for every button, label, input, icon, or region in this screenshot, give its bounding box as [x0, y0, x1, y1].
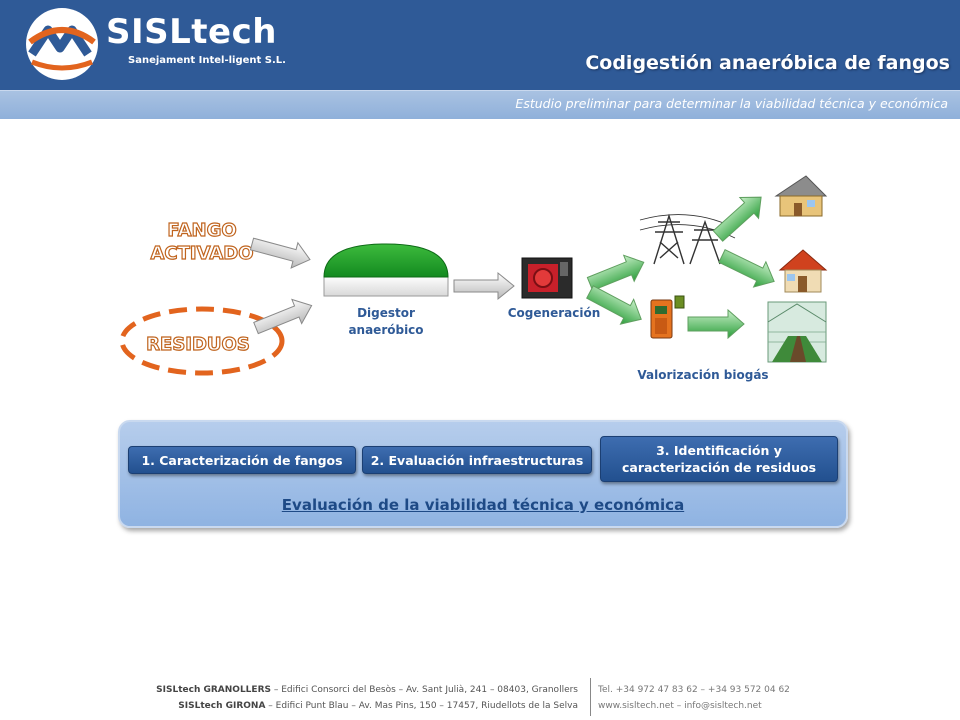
- brand-name: SISLtech: [106, 12, 277, 52]
- fango-activado-label: FANGO ACTIVADO: [150, 219, 254, 264]
- footer-contact: Tel. +34 972 47 83 62 – +34 93 572 04 62…: [598, 682, 790, 714]
- valorizacion-label: Valorización biogás: [637, 368, 769, 382]
- subtitle-bar: [0, 90, 960, 119]
- digestor-label-line2: anaeróbico: [348, 323, 424, 337]
- digestor-icon: [323, 243, 449, 297]
- generator-icon: [521, 257, 573, 299]
- residuos-ellipse: [119, 306, 285, 376]
- arrow-to-house-2: [718, 249, 775, 288]
- residuos-label: RESIDUOS: [146, 334, 250, 355]
- arrow-to-greenhouse: [687, 308, 745, 340]
- footer-phones: Tel. +34 972 47 83 62 – +34 93 572 04 62: [598, 685, 790, 695]
- evaluation-panel: 1. Caracterización de fangos 2. Evaluaci…: [118, 420, 848, 528]
- process-diagram: FANGO ACTIVADO RESIDUOS: [119, 175, 828, 376]
- step-evaluacion-infraestructuras: 2. Evaluación infraestructuras: [362, 446, 592, 474]
- digestor-label-line1: Digestor: [357, 306, 415, 320]
- footer-girona: SISLtech GIRONA – Edifici Punt Blau – Av…: [156, 698, 578, 714]
- page-title: Codigestión anaeróbica de fangos: [585, 52, 950, 74]
- cogeneracion-label: Cogeneración: [507, 306, 601, 320]
- footer-addresses: SISLtech GRANOLLERS – Edifici Consorci d…: [156, 682, 578, 714]
- logo-icon: [26, 8, 98, 80]
- header-bar: [0, 0, 960, 90]
- footer-divider: [590, 678, 591, 716]
- granollers-name: SISLtech GRANOLLERS: [156, 685, 271, 695]
- step3-line2: caracterización de residuos: [621, 460, 817, 475]
- digestor-label: Digestor anaeróbico: [334, 305, 438, 339]
- arrow-to-electricity: [586, 254, 645, 292]
- biogas-unit-icon: [650, 295, 685, 339]
- arrow-to-biogas: [586, 285, 642, 325]
- footer-granollers: SISLtech GRANOLLERS – Edifici Consorci d…: [156, 682, 578, 698]
- arrow-digestor-to-cogeneracion: [453, 271, 515, 301]
- arrow-residuos-to-digestor: [253, 298, 313, 335]
- house-icon: [774, 175, 828, 217]
- house-icon-2: [778, 249, 828, 293]
- arrow-fango-to-digestor: [249, 237, 311, 269]
- footer-web-email: www.sisltech.net – info@sisltech.net: [598, 701, 762, 711]
- brand-tagline: Sanejament Intel-ligent S.L.: [128, 55, 286, 66]
- girona-name: SISLtech GIRONA: [178, 701, 266, 711]
- step-caracterizacion-fangos: 1. Caracterización de fangos: [128, 446, 356, 474]
- svg-text:FANGO: FANGO: [167, 220, 236, 241]
- svg-text:ACTIVADO: ACTIVADO: [151, 243, 254, 264]
- step3-line1: 3. Identificación y: [656, 443, 782, 458]
- greenhouse-icon: [767, 301, 827, 363]
- page-subtitle: Estudio preliminar para determinar la vi…: [515, 96, 948, 111]
- arrow-to-house-1: [712, 196, 762, 242]
- girona-address: – Edifici Punt Blau – Av. Mas Pins, 150 …: [265, 701, 578, 711]
- granollers-address: – Edifici Consorci del Besòs – Av. Sant …: [270, 685, 578, 695]
- step-identificacion-residuos: 3. Identificación y caracterización de r…: [600, 436, 838, 482]
- panel-title: Evaluación de la viabilidad técnica y ec…: [281, 496, 685, 514]
